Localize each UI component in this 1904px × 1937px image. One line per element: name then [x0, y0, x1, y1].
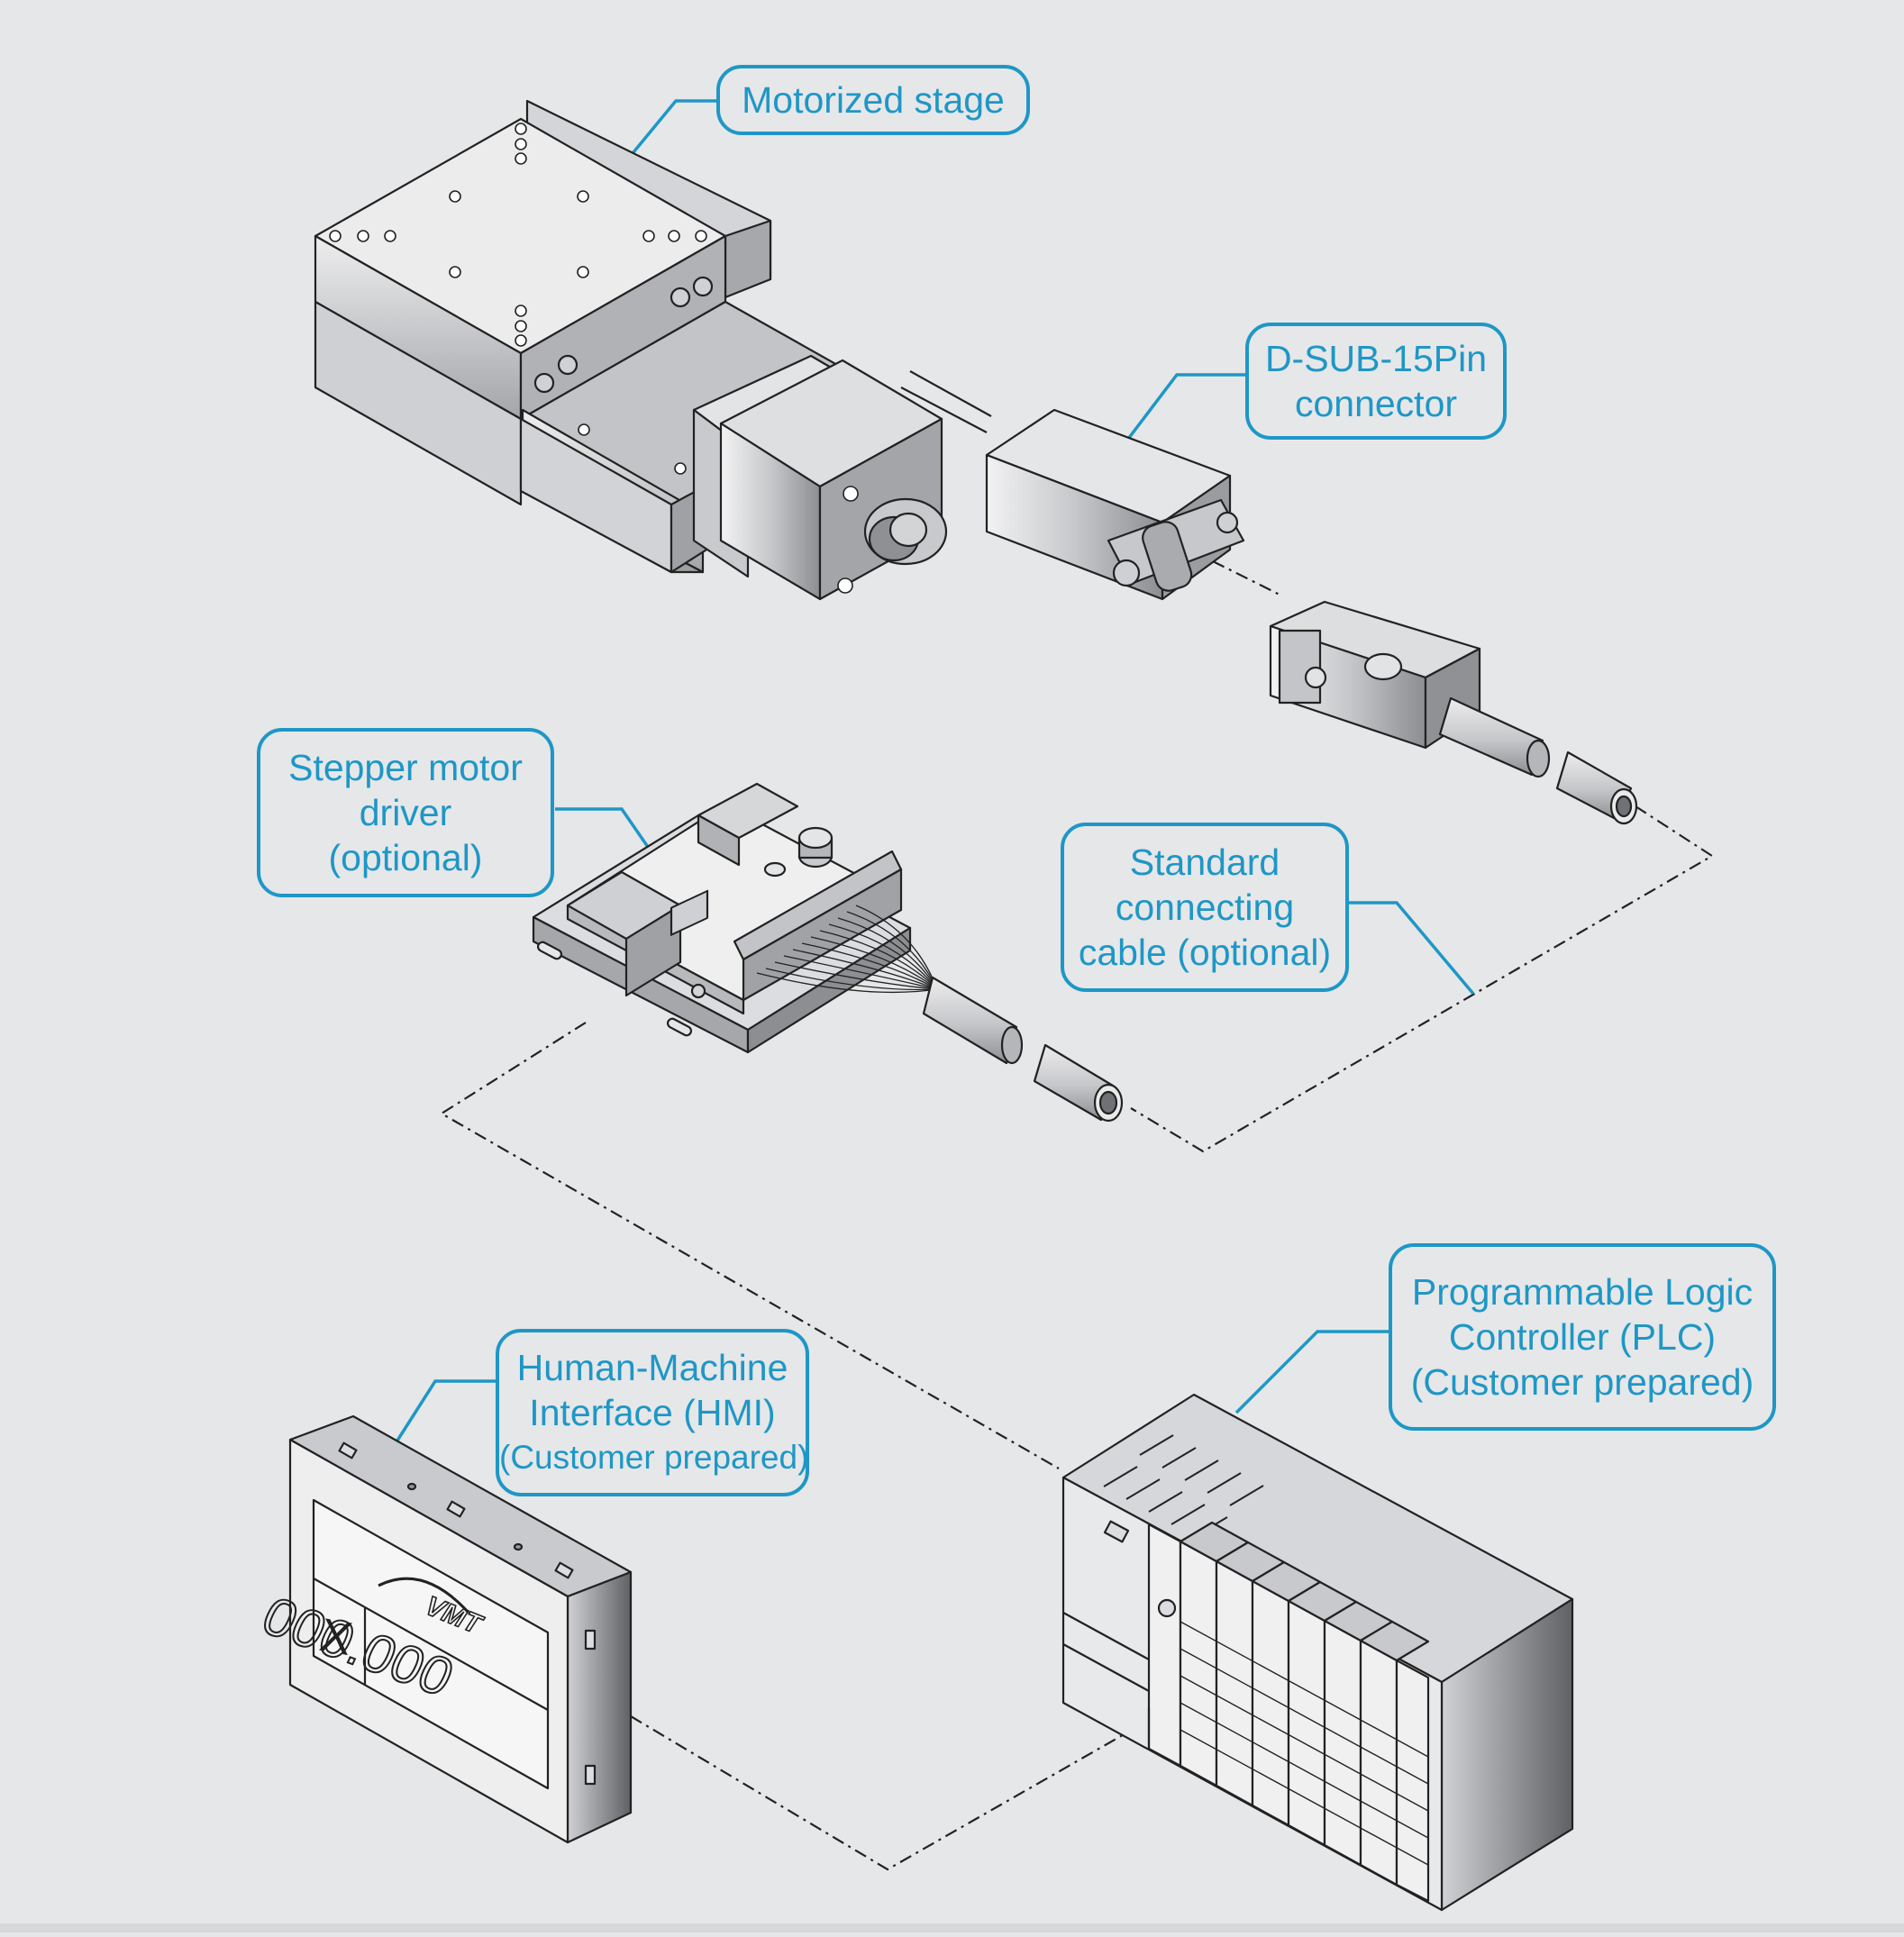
callout-hmi-line-3: (Customer prepared) [499, 1439, 809, 1476]
leader-cable [1345, 901, 1475, 996]
callout-plc-line-2: Controller (PLC) [1448, 1316, 1717, 1358]
callout-driver-line-1: Stepper motor [288, 747, 523, 788]
bottom-band [0, 1923, 1904, 1932]
leader-hmi [381, 1379, 497, 1464]
hmi-to-plc-dash [630, 1706, 1172, 1871]
connection-lines [439, 549, 1715, 1871]
callout-driver-line-3: (optional) [328, 837, 483, 878]
dsub-to-cable-dash [1189, 549, 1280, 596]
callout-dsub-line-1: D-SUB-15Pin [1264, 338, 1488, 379]
callout-plc-line-1: Programmable Logic [1411, 1271, 1754, 1313]
callout-motorized-stage-line-1: Motorized stage [742, 79, 1005, 121]
callout-plc-line-3: (Customer prepared) [1410, 1361, 1754, 1403]
callout-motorized-stage: Motorized stage [716, 65, 1030, 135]
callout-plc: Programmable Logic Controller (PLC) (Cus… [1389, 1243, 1776, 1431]
driver-to-plc-dash [439, 1022, 1060, 1469]
hmi-logo-icon [378, 1577, 470, 1614]
plc-rack-icon [1061, 1393, 1574, 1912]
callout-dsub-connector: D-SUB-15Pin connector [1245, 323, 1507, 440]
cable-plug-icon [1269, 600, 1638, 825]
leader-plc [1234, 1330, 1390, 1414]
callout-hmi-line-1: Human-Machine [516, 1347, 788, 1388]
callout-hmi-line-2: Interface (HMI) [529, 1392, 776, 1433]
callout-hmi: Human-Machine Interface (HMI) (Customer … [496, 1329, 809, 1496]
callout-dsub-line-2: connector [1294, 383, 1458, 424]
driver-board-icon [532, 782, 1124, 1123]
callout-stepper-driver: Stepper motor driver (optional) [257, 728, 554, 897]
callout-cable-line-3: cable (optional) [1078, 932, 1332, 973]
callout-driver-line-2: driver [359, 792, 452, 833]
leader-dsub [1116, 373, 1245, 455]
callout-cable-line-2: connecting [1115, 887, 1295, 928]
callout-connecting-cable: Standard connecting cable (optional) [1061, 823, 1349, 992]
hmi-panel-icon [288, 1414, 633, 1844]
motorized-stage-icon [314, 99, 992, 601]
dsub-connector-icon [985, 408, 1245, 601]
callout-cable-line-1: Standard [1129, 841, 1280, 883]
cable-end-to-loop-dash [1130, 805, 1715, 1153]
